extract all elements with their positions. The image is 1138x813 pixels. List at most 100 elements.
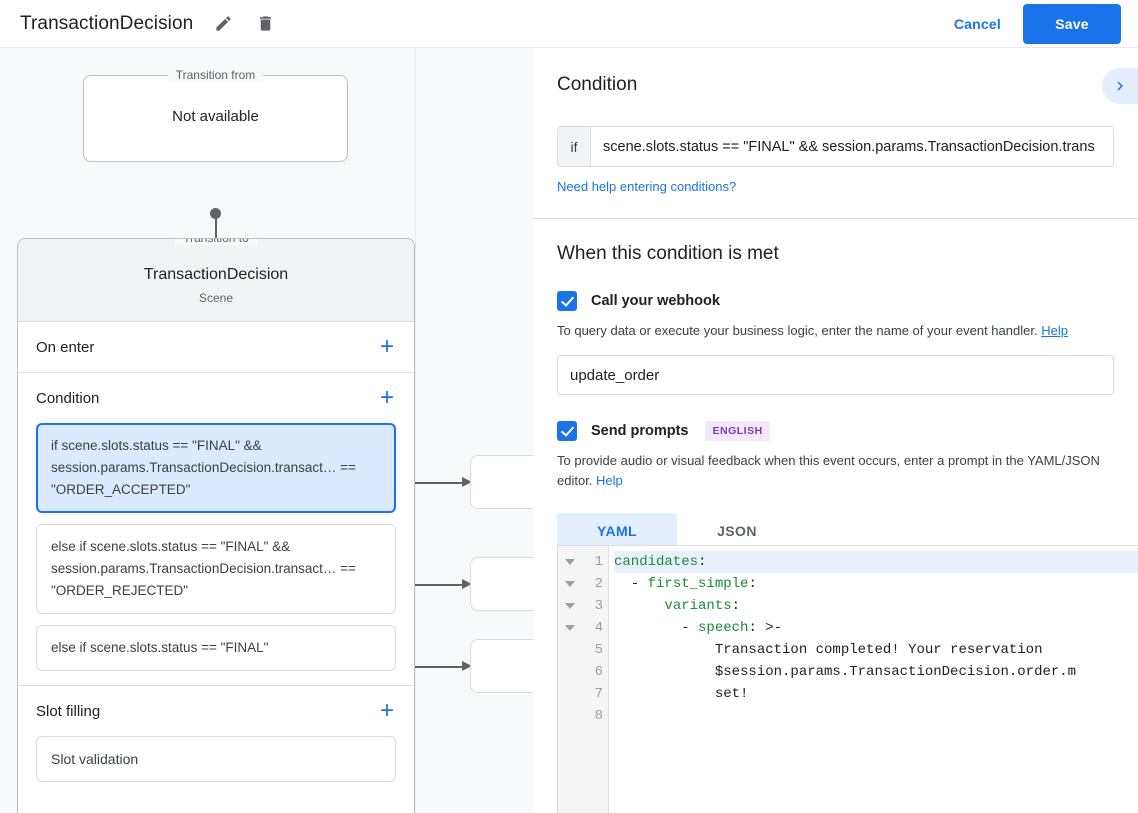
code-token: : >-: [748, 620, 783, 636]
chevron-right-icon[interactable]: [1102, 68, 1138, 104]
when-condition-met-title: When this condition is met: [557, 243, 779, 264]
section-title-on-enter: On enter: [36, 338, 95, 356]
transition-from-value: Not available: [172, 108, 259, 125]
code-token: :: [748, 576, 757, 592]
webhook-handler-input[interactable]: [557, 355, 1114, 395]
add-on-enter-button[interactable]: +: [379, 333, 394, 360]
chevron-down-icon: [564, 603, 575, 609]
fold-toggle-line-5: [558, 639, 581, 661]
scene-name: TransactionDecision: [143, 266, 289, 283]
condition-section: Condition if Need help entering conditio…: [533, 48, 1138, 219]
editor-format-tabs: YAML JSON: [557, 513, 1114, 550]
transition-to-card: Transition to TransactionDecision Scene …: [17, 238, 415, 813]
line-number: 3: [594, 598, 603, 614]
panel-title: Condition: [557, 74, 638, 95]
code-line[interactable]: set!: [614, 683, 1138, 705]
editor-code-area[interactable]: candidates: - first_simple: variants: - …: [609, 546, 1138, 813]
details-panel: Condition if Need help entering conditio…: [533, 48, 1138, 813]
pencil-icon[interactable]: [211, 12, 235, 36]
add-condition-button[interactable]: +: [379, 384, 394, 411]
code-token: variants: [664, 598, 732, 614]
scene-kind: Scene: [198, 291, 234, 305]
fold-toggle-line-2[interactable]: [558, 573, 581, 595]
section-condition: Condition + if scene.slots.status == "FI…: [18, 373, 414, 686]
transition-to-legend: Transition to: [175, 239, 257, 245]
condition-if-prefix: if: [558, 127, 591, 166]
code-line[interactable]: variants:: [614, 595, 1138, 617]
edge-line-condition-3: [400, 666, 468, 668]
edge-arrow-condition-3: [462, 661, 472, 671]
code-line[interactable]: candidates:: [614, 551, 1138, 573]
fold-toggle-line-4[interactable]: [558, 617, 581, 639]
section-on-enter: On enter +: [18, 322, 414, 373]
line-number: 7: [594, 686, 603, 702]
code-token: set!: [614, 686, 749, 702]
prompts-checkbox-row[interactable]: Send prompts ENGLISH: [557, 421, 1114, 441]
webhook-checkbox[interactable]: [557, 291, 577, 311]
canvas-divider: [415, 48, 416, 813]
target-node-3[interactable]: [470, 639, 533, 693]
webhook-helper-text: To query data or execute your business l…: [557, 321, 1114, 341]
condition-input-row[interactable]: if: [557, 126, 1114, 167]
page-title: TransactionDecision: [20, 12, 194, 34]
line-number: 2: [594, 576, 603, 592]
code-token: :: [698, 554, 707, 570]
section-title-condition: Condition: [36, 389, 100, 407]
condition-card-1[interactable]: if scene.slots.status == "FINAL" && sess…: [36, 423, 396, 513]
code-token: :: [731, 598, 741, 614]
panel-header: Condition: [533, 48, 1138, 104]
prompts-checkbox-label: Send prompts: [591, 423, 689, 439]
line-number: 1: [594, 554, 603, 570]
condition-card-3[interactable]: else if scene.slots.status == "FINAL": [36, 625, 396, 671]
code-token: -: [614, 620, 699, 636]
scene-header[interactable]: TransactionDecision Scene: [18, 239, 414, 322]
section-slot-filling: Slot filling + Slot validation: [18, 686, 414, 796]
code-line[interactable]: Transaction completed! Your reservation: [614, 639, 1138, 661]
code-line[interactable]: [614, 705, 1138, 727]
target-node-1[interactable]: [470, 455, 533, 509]
add-slot-filling-button[interactable]: +: [379, 697, 394, 724]
condition-expression-input[interactable]: [591, 127, 1113, 166]
cancel-button[interactable]: Cancel: [942, 8, 1013, 40]
transition-from-legend: Transition from: [167, 68, 264, 82]
language-badge: ENGLISH: [705, 421, 770, 441]
edge-arrow-condition-1: [462, 477, 472, 487]
when-condition-met-section: When this condition is met Call your web…: [533, 243, 1138, 550]
top-app-bar: TransactionDecision Cancel Save: [0, 0, 1138, 48]
line-number: 6: [594, 664, 603, 680]
fold-toggle-line-7: [558, 683, 581, 705]
save-button[interactable]: Save: [1023, 3, 1121, 44]
prompts-helper-text: To provide audio or visual feedback when…: [557, 451, 1114, 491]
editor-fold-column: [558, 546, 581, 813]
code-token: $session.params.TransactionDecision.orde…: [614, 664, 1077, 680]
code-token: Transaction completed! Your reservation: [614, 642, 1043, 658]
webhook-helper-sentence: To query data or execute your business l…: [557, 323, 1038, 338]
code-line[interactable]: $session.params.TransactionDecision.orde…: [614, 661, 1138, 683]
slot-validation-card[interactable]: Slot validation: [36, 736, 396, 782]
code-line[interactable]: - first_simple:: [614, 573, 1138, 595]
edge-line-condition-2: [400, 584, 468, 586]
condition-card-2[interactable]: else if scene.slots.status == "FINAL" &&…: [36, 524, 396, 614]
webhook-checkbox-row[interactable]: Call your webhook: [557, 291, 1114, 311]
condition-help-link[interactable]: Need help entering conditions?: [557, 179, 737, 194]
target-node-2[interactable]: [470, 557, 533, 611]
chevron-down-icon: [564, 581, 575, 587]
edge-arrow-condition-2: [462, 579, 472, 589]
code-line[interactable]: - speech: >-: [614, 617, 1138, 639]
scene-graph-canvas[interactable]: Transition from Not available Transition…: [0, 48, 533, 813]
tab-json[interactable]: JSON: [717, 523, 757, 539]
webhook-help-link[interactable]: Help: [1041, 323, 1068, 338]
prompts-help-link[interactable]: Help: [596, 473, 623, 488]
fold-toggle-line-3[interactable]: [558, 595, 581, 617]
connector-dot: [210, 208, 221, 219]
line-number: 5: [594, 642, 603, 658]
webhook-checkbox-label: Call your webhook: [591, 293, 720, 309]
line-number: 4: [594, 620, 603, 636]
trash-icon[interactable]: [253, 12, 277, 36]
prompts-checkbox[interactable]: [557, 421, 577, 441]
fold-toggle-line-1[interactable]: [558, 551, 581, 573]
tab-yaml[interactable]: YAML: [557, 513, 677, 549]
section-title-slot-filling: Slot filling: [36, 702, 101, 720]
edge-line-condition-1: [400, 482, 468, 484]
